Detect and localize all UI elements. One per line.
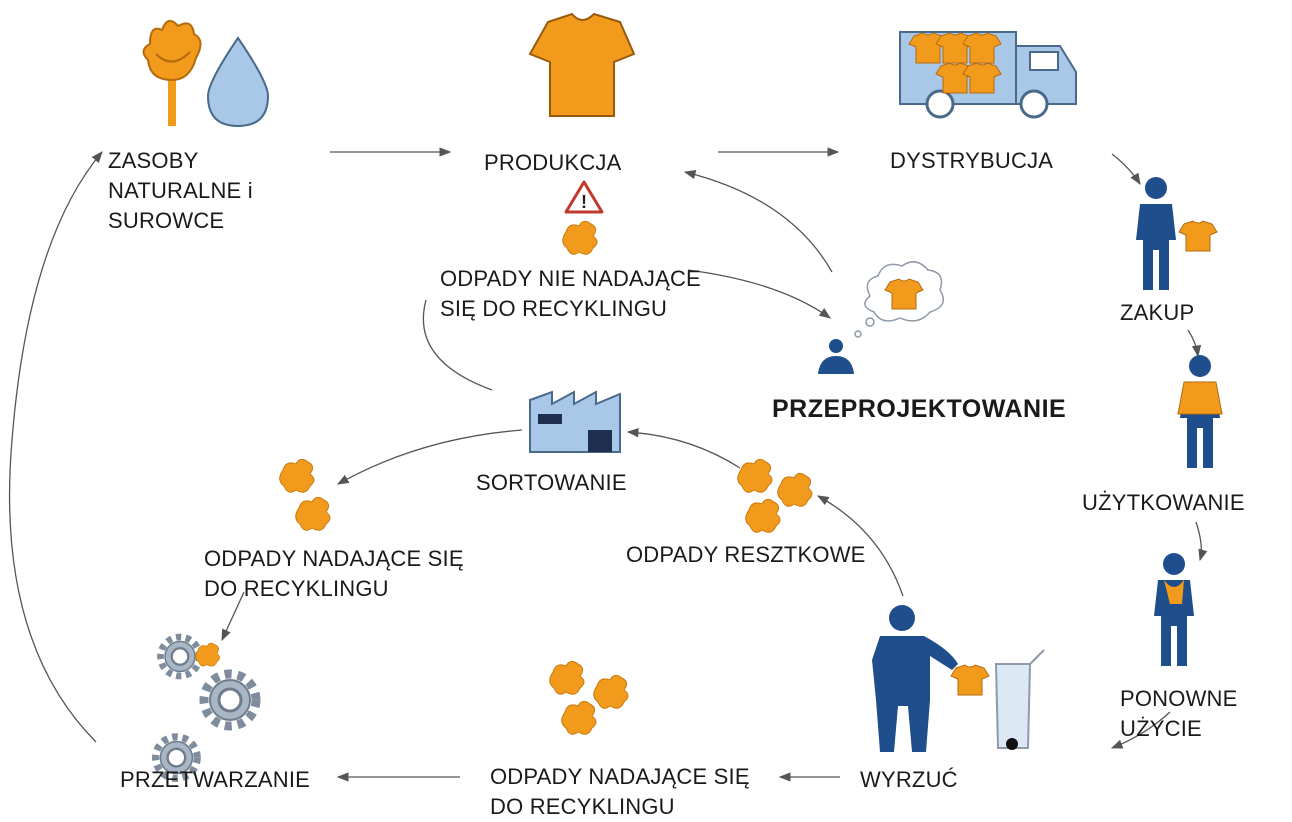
cotton-flower-icon bbox=[142, 19, 202, 126]
resources-label: ZASOBY NATURALNE i SUROWCE bbox=[108, 148, 253, 233]
water-drop-icon bbox=[206, 36, 270, 128]
thinking-person-icon bbox=[818, 261, 945, 374]
residual-label: ODPADY RESZTKOWE bbox=[626, 542, 866, 567]
recyclable-bottom-label: ODPADY NADAJĄCE SIĘ DO RECYKLINGU bbox=[490, 764, 750, 819]
t-shirt-icon bbox=[528, 12, 636, 117]
discard-label: WYRZUĆ bbox=[860, 767, 958, 792]
person-at-bin-icon bbox=[872, 605, 990, 752]
processing-label: PRZETWARZANIE bbox=[120, 767, 311, 792]
arrow-non-recyclable-to-redesign bbox=[687, 269, 831, 319]
arrow-reuse-to-discard bbox=[1110, 711, 1171, 749]
arrow-processing-to-resources bbox=[8, 151, 103, 743]
warning-icon: ! bbox=[564, 180, 604, 214]
arrow-sorting-to-non-recyclable bbox=[422, 299, 493, 391]
production-label: PRODUKCJA bbox=[484, 150, 622, 175]
fabric-scraps-icon bbox=[279, 458, 331, 531]
arrow-redesign-to-production bbox=[683, 169, 833, 273]
fabric-scrap-icon bbox=[562, 220, 598, 255]
arrow-use-to-reuse bbox=[1195, 521, 1208, 562]
arrow-distribution-to-purchase bbox=[1111, 153, 1141, 185]
arrow-discard-to-residual bbox=[816, 495, 904, 597]
gears-icon bbox=[156, 637, 256, 778]
arrow-purchase-to-use bbox=[1187, 329, 1202, 358]
reuse-label: PONOWNE UŻYCIE bbox=[1120, 686, 1238, 741]
trash-bin-icon bbox=[994, 649, 1045, 750]
non-recyclable-label: ODPADY NIE NADAJĄCE SIĘ DO RECYKLINGU bbox=[440, 266, 701, 321]
distribution-label: DYSTRYBUCJA bbox=[890, 148, 1054, 173]
person-with-scarf-icon bbox=[1154, 553, 1194, 666]
sorting-label: SORTOWANIE bbox=[476, 470, 627, 495]
arrow-residual-to-sorting bbox=[626, 428, 741, 469]
factory-icon bbox=[529, 390, 621, 453]
recyclable-left-label: ODPADY NADAJĄCE SIĘ DO RECYKLINGU bbox=[204, 546, 464, 601]
delivery-truck-icon bbox=[899, 31, 1077, 119]
svg-text:!: ! bbox=[581, 192, 587, 212]
arrow-recyclable-left-to-processing bbox=[221, 591, 245, 642]
use-label: UŻYTKOWANIE bbox=[1082, 490, 1245, 515]
person-holding-shirt-icon bbox=[1136, 177, 1218, 290]
flow-arrows bbox=[8, 147, 1208, 782]
arrow-sorting-to-recyclable-left bbox=[336, 429, 523, 485]
purchase-label: ZAKUP bbox=[1120, 300, 1195, 325]
fabric-scraps-icon bbox=[549, 660, 629, 735]
person-wearing-shirt-icon bbox=[1177, 355, 1223, 468]
redesign-label: PRZEPROJEKTOWANIE bbox=[772, 395, 1067, 423]
fabric-scraps-icon bbox=[737, 458, 813, 533]
